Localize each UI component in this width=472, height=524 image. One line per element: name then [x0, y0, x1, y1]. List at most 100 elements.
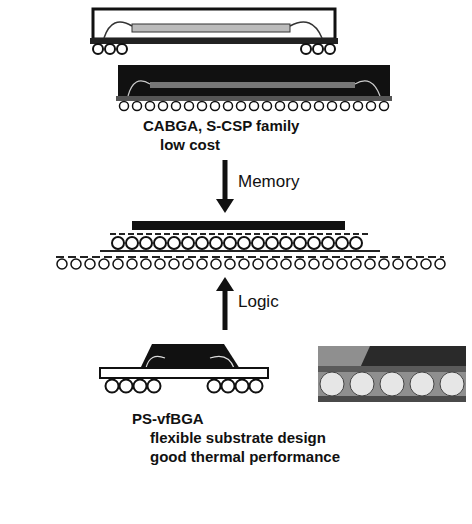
solder-ball	[354, 102, 363, 111]
solder-ball	[140, 237, 152, 249]
arrow-label: Memory	[238, 172, 299, 192]
solder-ball	[267, 259, 277, 269]
solder-ball	[224, 102, 233, 111]
solder-ball	[309, 259, 319, 269]
mold-outline	[93, 9, 335, 39]
solder-ball	[133, 102, 142, 111]
solder-ball	[328, 102, 337, 111]
arrow-head	[216, 277, 234, 291]
feature-note: flexible substrate design	[150, 429, 326, 446]
solder-ball	[337, 259, 347, 269]
solder-ball	[440, 372, 464, 396]
solder-ball	[313, 44, 323, 54]
solder-ball	[350, 372, 374, 396]
solder-ball	[185, 102, 194, 111]
solder-ball	[266, 237, 278, 249]
solder-ball	[263, 102, 272, 111]
solder-ball	[154, 237, 166, 249]
solder-ball	[379, 259, 389, 269]
scsp-balls	[120, 102, 389, 111]
psvfbga-package	[100, 344, 268, 378]
arrow-label: Logic	[238, 292, 279, 312]
solder-ball	[105, 44, 115, 54]
cabga-package	[90, 9, 338, 44]
solder-ball	[120, 380, 133, 393]
solder-ball	[351, 259, 361, 269]
stacked-assembly	[56, 221, 444, 257]
solder-ball	[253, 259, 263, 269]
logic-substrate	[100, 250, 380, 252]
solder-ball	[99, 259, 109, 269]
solder-ball	[252, 237, 264, 249]
feature-note: low cost	[160, 136, 220, 153]
solder-ball	[113, 259, 123, 269]
photo-mold	[360, 346, 466, 368]
memory-substrate	[110, 233, 370, 235]
solder-ball	[224, 237, 236, 249]
mold-cap	[140, 344, 240, 369]
bond-wire	[146, 356, 234, 368]
solder-ball	[325, 44, 335, 54]
solder-ball	[225, 259, 235, 269]
photo-ground	[318, 346, 466, 402]
solder-ball	[159, 102, 168, 111]
solder-ball	[208, 380, 221, 393]
scsp-package	[116, 65, 392, 101]
board	[56, 256, 444, 258]
solder-ball	[57, 259, 67, 269]
solder-ball	[294, 237, 306, 249]
solder-ball	[198, 102, 207, 111]
solder-ball	[393, 259, 403, 269]
die	[150, 82, 355, 88]
solder-ball	[183, 259, 193, 269]
solder-ball	[85, 259, 95, 269]
arrow-shaft	[223, 160, 228, 200]
solder-ball	[239, 259, 249, 269]
solder-ball	[112, 237, 124, 249]
solder-ball	[301, 44, 311, 54]
feature-note: good thermal performance	[150, 448, 340, 465]
solder-ball	[182, 237, 194, 249]
solder-ball	[276, 102, 285, 111]
solder-ball	[410, 372, 434, 396]
solder-ball	[197, 259, 207, 269]
solder-ball	[210, 237, 222, 249]
package-family-label: CABGA, S-CSP family	[143, 117, 299, 134]
arrow-shaft	[223, 290, 228, 330]
substrate	[116, 96, 392, 101]
solder-ball	[168, 237, 180, 249]
solder-ball	[146, 102, 155, 111]
solder-ball	[407, 259, 417, 269]
solder-ball	[127, 259, 137, 269]
solder-ball	[315, 102, 324, 111]
mold-body	[118, 65, 390, 97]
solder-ball	[106, 380, 119, 393]
solder-ball	[172, 102, 181, 111]
cross-section-photo	[318, 346, 466, 402]
solder-ball	[169, 259, 179, 269]
solder-ball	[211, 102, 220, 111]
solder-ball	[120, 102, 129, 111]
solder-ball	[435, 259, 445, 269]
solder-ball	[367, 102, 376, 111]
package-family-label: PS-vfBGA	[132, 410, 204, 427]
solder-ball	[250, 102, 259, 111]
solder-ball	[280, 237, 292, 249]
stack-upper-balls	[112, 237, 362, 249]
solder-ball	[238, 237, 250, 249]
solder-ball	[237, 102, 246, 111]
solder-ball	[141, 259, 151, 269]
solder-ball	[323, 259, 333, 269]
solder-ball	[380, 372, 404, 396]
bond-wire	[128, 81, 380, 96]
solder-ball	[134, 380, 147, 393]
solder-ball	[250, 380, 263, 393]
psvfbga-balls	[106, 380, 263, 393]
solder-ball	[336, 237, 348, 249]
photo-board	[318, 396, 466, 402]
cabga-balls	[93, 44, 335, 54]
solder-ball	[126, 237, 138, 249]
memory-package	[132, 221, 345, 230]
solder-ball	[155, 259, 165, 269]
